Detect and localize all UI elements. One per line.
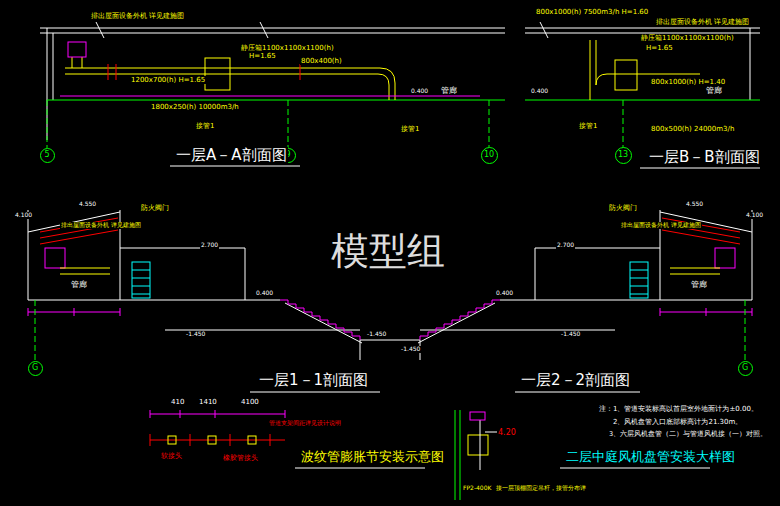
drawing-label: 4.550 — [685, 201, 704, 208]
grid-axis-circle: G — [28, 361, 43, 376]
drawing-label: 管廊 — [440, 86, 458, 95]
drawing-label: 模型组 — [330, 230, 446, 274]
drawing-label: 管廊 — [690, 280, 708, 289]
drawing-label: 0.400 — [495, 290, 514, 297]
drawing-label: 0.400 — [530, 88, 549, 95]
drawing-label: 800x500(h) 24000m3/h — [650, 125, 735, 133]
drawing-label: 3、六层风机盘管（二）与管道风机接（一）对照。 — [608, 431, 768, 438]
drawing-label: 静压箱1100x1100x1100(h) — [640, 34, 735, 42]
axis-number: 10 — [484, 151, 494, 159]
drawing-label: -1.450 — [400, 346, 421, 353]
axis-number: 5 — [44, 151, 49, 159]
axis-number: 13 — [618, 151, 628, 159]
drawing-label: 接管1 — [400, 125, 420, 133]
drawing-label: 4.100 — [14, 212, 33, 219]
drawing-label: 管廊 — [70, 280, 88, 289]
drawing-label: 800x1000(h) H=1.40 — [650, 78, 726, 86]
drawing-label: 1410 — [198, 398, 218, 406]
drawing-label: -1.450 — [185, 331, 206, 338]
drawing-label: H=1.65 — [645, 44, 674, 52]
drawing-label: 防火阀门 — [608, 204, 638, 212]
drawing-label: H=1.65 — [248, 52, 277, 60]
drawing-label: 4.550 — [78, 201, 97, 208]
drawing-label: 4100 — [240, 398, 260, 406]
drawing-label: 一层1－1剖面图 — [258, 372, 369, 389]
drawing-label: 二层中庭风机盘管安装大样图 — [565, 450, 736, 465]
axis-number: G — [32, 364, 38, 372]
drawing-label: 橡胶管接头 — [222, 454, 259, 462]
drawing-label: 1200x700(h) H=1.65 — [130, 76, 206, 84]
drawing-label: 2.700 — [200, 242, 219, 249]
drawing-label: 一层2－2剖面图 — [520, 372, 631, 389]
drawing-label: 排出屋面设备外机 详见建施图 — [60, 222, 142, 229]
grid-axis-circle: G — [738, 361, 753, 376]
drawing-label: 接管1 — [578, 122, 598, 130]
drawing-label: FP2-400K — [462, 485, 492, 492]
drawing-label: 管道支架间距详见设计说明 — [268, 420, 342, 427]
drawing-label: 2、风机盘管入口底部标高计为21.30m。 — [612, 418, 743, 426]
drawing-label: 一层B－B剖面图 — [648, 149, 761, 166]
drawing-label: 静压箱1100x1100x1100(h) — [240, 44, 335, 52]
drawing-label: 注：1、管道安装标高以首层室外地面计为±0.00。 — [598, 405, 759, 413]
drawing-label: 波纹管膨胀节安装示意图 — [300, 450, 445, 465]
drawing-label: 防火阀门 — [140, 204, 170, 212]
drawing-label: 软接头 — [160, 452, 183, 460]
drawing-label: -1.450 — [366, 331, 387, 338]
drawing-label: 排出屋面设备外机 详见建施图 — [655, 18, 750, 26]
drawing-label: 2.700 — [556, 242, 575, 249]
axis-number: G — [742, 364, 748, 372]
drawing-label: 1800x250(h) 10000m3/h — [150, 103, 240, 111]
drawing-label: 800x400(h) — [300, 57, 343, 65]
drawing-label: 4.20 — [497, 428, 517, 437]
grid-axis-circle: 5 — [40, 148, 55, 163]
drawing-label: 0.400 — [255, 290, 274, 297]
drawing-label: 800x1000(h) 7500m3/h H=1.60 — [535, 8, 649, 16]
drawing-label: 一层A－A剖面图 — [175, 147, 288, 164]
grid-axis-circle: 10 — [481, 147, 498, 164]
drawing-label: 管廊 — [705, 86, 723, 95]
drawing-label: -1.450 — [560, 331, 581, 338]
drawing-label: 410 — [170, 398, 185, 406]
drawing-label: 排出屋面设备外机 详见建施图 — [620, 222, 702, 229]
drawing-label: 4.100 — [745, 212, 764, 219]
drawing-label: 接一层顶棚固定吊杆，接管分布详 — [495, 485, 587, 492]
drawing-label: 0.400 — [410, 88, 429, 95]
drawing-label: 排出屋面设备外机 详见建施图 — [90, 12, 185, 20]
grid-axis-circle: 13 — [615, 147, 632, 164]
drawing-label: 接管1 — [195, 122, 215, 130]
